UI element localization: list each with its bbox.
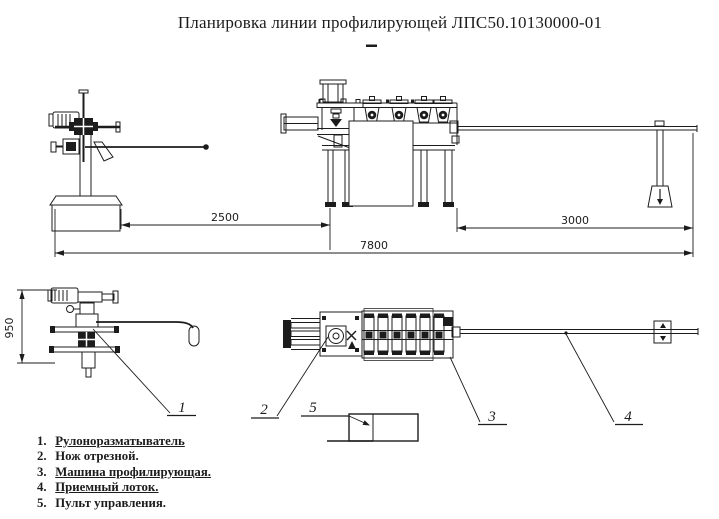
drawing-title: Планировка линии профилирующей ЛПС50.101… — [177, 13, 603, 32]
dim-3000-value: 3000 — [561, 214, 589, 227]
profiling-machine-plan — [361, 308, 461, 361]
roll-stands-plan — [363, 313, 445, 355]
part-number: 3. — [37, 464, 47, 479]
callout-5-number: 5 — [309, 400, 317, 416]
part-name: Приемный лоток. — [55, 480, 159, 495]
parts-list-item: 3. Машина профилирующая. — [37, 465, 211, 480]
callout-3: 3 — [449, 356, 507, 426]
dim-2500-value: 2500 — [211, 211, 239, 224]
parts-list-item: 4. Приемный лоток. — [37, 480, 211, 495]
machine-front-panel — [348, 120, 414, 207]
callout-1: 1 — [92, 328, 196, 417]
profiling-machine-side — [322, 96, 460, 207]
parts-list-item: 2. Нож отрезной. — [37, 449, 211, 464]
dimension-950: 950 — [3, 289, 57, 364]
side-view: 2500 3000 7800 — [48, 79, 698, 257]
cutting-knife-plan — [283, 311, 363, 357]
cutting-knife-side — [280, 79, 364, 149]
uncoiler-base — [51, 204, 121, 232]
part-number: 2. — [37, 449, 47, 464]
side-view-dimensions: 2500 3000 7800 — [54, 133, 694, 257]
parts-list-item: 5. Пульт управления. — [37, 496, 211, 511]
warning-triangle-icon — [348, 341, 356, 349]
title-dash — [366, 44, 377, 47]
uncoiler-plan — [47, 287, 200, 378]
dim-7800-value: 7800 — [360, 239, 388, 252]
control-panel — [327, 413, 419, 442]
callout-4: 4 — [565, 333, 643, 426]
part-name: Рулоноразматыватель — [55, 434, 185, 448]
part-name: Машина профилирующая. — [55, 464, 211, 479]
dimension-3000: 3000 — [457, 214, 693, 231]
receiving-tray-plan — [460, 320, 699, 344]
part-number: 1. — [37, 434, 47, 448]
callout-3-number: 3 — [487, 409, 496, 425]
callout-1-number: 1 — [178, 400, 186, 416]
parts-list: 1. Рулоноразматыватель 2. Нож отрезной. … — [37, 434, 211, 511]
plan-view: 950 — [3, 287, 699, 442]
receiving-tray-side — [457, 120, 698, 208]
uncoiler-side — [48, 89, 209, 232]
roll-stands-side — [362, 96, 453, 123]
part-number: 4. — [37, 480, 47, 495]
callout-2: 2 — [251, 336, 329, 419]
callouts: 1 2 3 4 — [92, 328, 643, 426]
dimension-2500: 2500 — [121, 211, 330, 228]
dimension-7800: 7800 — [55, 239, 693, 256]
callout-5: 5 — [301, 400, 370, 426]
knife-blade — [330, 119, 342, 127]
parts-list-item: 1. Рулоноразматыватель — [37, 434, 211, 449]
knife-cylinder — [322, 83, 344, 103]
part-name: Пульт управления. — [55, 495, 166, 510]
callout-2-number: 2 — [260, 402, 268, 418]
part-number: 5. — [37, 495, 47, 510]
dim-950-value: 950 — [3, 318, 16, 339]
guide-roller — [188, 325, 200, 347]
part-name: Нож отрезной. — [55, 449, 139, 464]
callout-4-number: 4 — [624, 409, 632, 425]
